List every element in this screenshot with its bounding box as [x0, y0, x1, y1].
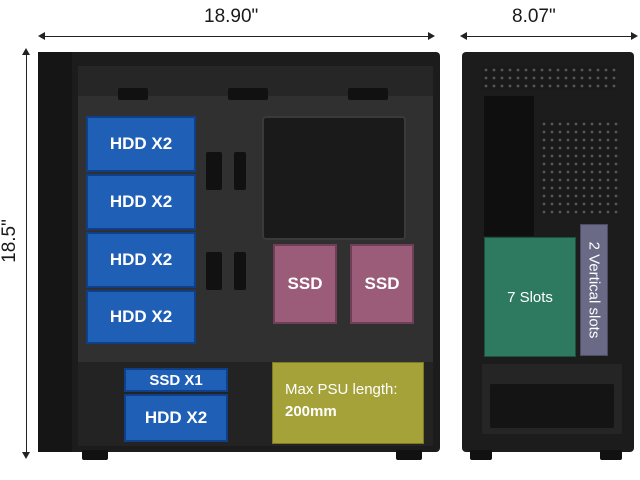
rear-fan-mesh	[540, 120, 618, 214]
case-foot-left	[82, 450, 108, 460]
hdd-bay-4-label: HDD X2	[109, 307, 173, 326]
ssd-mount-1: SSD	[273, 244, 337, 324]
grommet-1	[206, 152, 222, 190]
width-label: 8.07"	[512, 6, 556, 27]
hdd-bay-2: HDD X2	[86, 174, 196, 230]
grommet-4	[234, 252, 246, 290]
case-foot-right	[396, 450, 422, 460]
cable-hole-2	[228, 88, 268, 100]
psu-opening	[490, 384, 614, 428]
ssd-mount-2-label: SSD	[364, 274, 400, 293]
hdd-bay-1: HDD X2	[86, 116, 196, 172]
bottom-ssd-bay: SSD X1	[124, 368, 228, 392]
io-opening	[484, 96, 534, 236]
bottom-hdd-bay: HDD X2	[124, 394, 228, 442]
vertical-slots: 2 Vertical slots	[580, 224, 608, 356]
front-panel	[38, 52, 72, 452]
ssd-mount-1-label: SSD	[287, 274, 323, 293]
grommet-3	[234, 152, 246, 190]
cable-hole-3	[348, 88, 388, 100]
psu-area: Max PSU length: 200mm	[272, 362, 424, 444]
hdd-bay-3: HDD X2	[86, 232, 196, 288]
top-mesh-vent	[482, 66, 616, 90]
rear-foot-left	[470, 450, 492, 460]
expansion-slots: 7 Slots	[484, 237, 576, 357]
cpu-cutout	[262, 116, 406, 240]
ssd-mount-2: SSD	[350, 244, 414, 324]
cable-hole-1	[118, 88, 148, 100]
psu-length-label: Max PSU length:	[285, 381, 398, 398]
length-label: 18.90"	[204, 6, 259, 27]
hdd-bay-1-label: HDD X2	[109, 134, 173, 153]
expansion-slots-label: 7 Slots	[507, 288, 553, 306]
vertical-slots-label: 2 Vertical slots	[585, 241, 603, 339]
grommet-2	[206, 252, 222, 290]
psu-length-value: 200mm	[285, 403, 337, 420]
bottom-ssd-label: SSD X1	[149, 371, 203, 389]
hdd-bay-2-label: HDD X2	[109, 192, 173, 211]
hdd-bay-4: HDD X2	[86, 290, 196, 344]
bottom-hdd-label: HDD X2	[144, 408, 208, 427]
rear-foot-right	[600, 450, 622, 460]
height-label: 18.5"	[0, 219, 20, 263]
hdd-bay-3-label: HDD X2	[109, 250, 173, 269]
